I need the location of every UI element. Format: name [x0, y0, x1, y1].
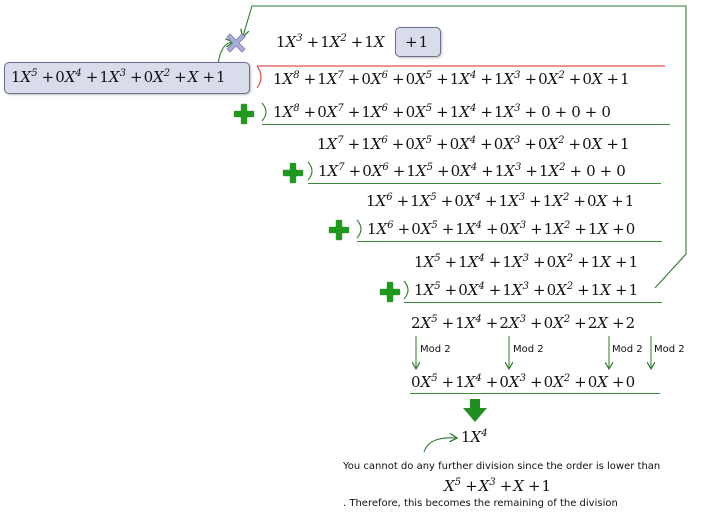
- divisor-box: [4, 62, 250, 94]
- remainder: 1X4: [461, 428, 488, 446]
- divisor-to-times-arrow: [217, 42, 232, 65]
- after-mod-line: 0X5 +1X4 +0X3 +0X2 +0X +0: [411, 373, 636, 391]
- plus-icon: [380, 282, 400, 302]
- plus-icon: [329, 220, 349, 240]
- times-icon: [226, 33, 246, 53]
- plus-icon: [283, 163, 303, 183]
- quotient-last-term-box: [395, 27, 441, 57]
- mod-label-2: Mod 2: [513, 344, 544, 355]
- step-underline-1: [262, 124, 670, 125]
- note-line-1: You cannot do any further division since…: [343, 461, 661, 472]
- step-line-6: 1X5 +1X4 +1X3 +0X2 +1X +1: [414, 253, 639, 271]
- down-arrow-icon: [463, 399, 487, 422]
- divisor: 1X5 +0X4 +1X3 +0X2 +X +1: [11, 68, 226, 86]
- mod-label-1: Mod 2: [420, 344, 451, 355]
- step-underline-3: [357, 241, 662, 242]
- step-line-4: 1X6 +1X5 +0X4 +1X3 +1X2 +0X +1: [366, 192, 635, 210]
- step-line-1: 1X8 +0X7 +1X6 +0X5 +1X4 +1X3 + 0 + 0 + 0: [273, 103, 611, 121]
- division-bracket: [256, 65, 262, 89]
- step-line-7: 1X5 +0X4 +1X3 +0X2 +1X +1: [414, 281, 639, 299]
- quotient-terms: 1X3 +1X2 +1X: [276, 33, 385, 51]
- step-line-3: 1X7 +0X6 +1X5 +0X4 +1X3 +1X2 + 0 + 0: [318, 162, 626, 180]
- step-line-5: 1X6 +0X5 +1X4 +0X3 +1X2 +1X +0: [367, 220, 636, 238]
- note-line-2: . Therefore, this becomes the remaining …: [343, 498, 618, 509]
- mod-label-3: Mod 2: [612, 344, 643, 355]
- quotient-last-term: +1: [405, 33, 429, 51]
- step-underline-4: [404, 302, 662, 303]
- dividend: 1X8 +1X7 +0X6 +0X5 +1X4 +1X3 +0X2 +0X +1: [273, 70, 630, 88]
- step-underline-2: [308, 183, 661, 184]
- feedback-arrow: [243, 5, 687, 289]
- note-formula: X5 +X3 +X +1: [444, 477, 552, 495]
- step-line-2: 1X7 +1X6 +0X5 +0X4 +0X3 +0X2 +0X +1: [317, 135, 630, 153]
- mod-label-4: Mod 2: [654, 344, 685, 355]
- after-mod-underline: [410, 393, 660, 394]
- sum-line: 2X5 +1X4 +2X3 +0X2 +2X +2: [411, 314, 636, 332]
- remainder-arrow: [423, 438, 456, 453]
- plus-icon: [234, 104, 254, 124]
